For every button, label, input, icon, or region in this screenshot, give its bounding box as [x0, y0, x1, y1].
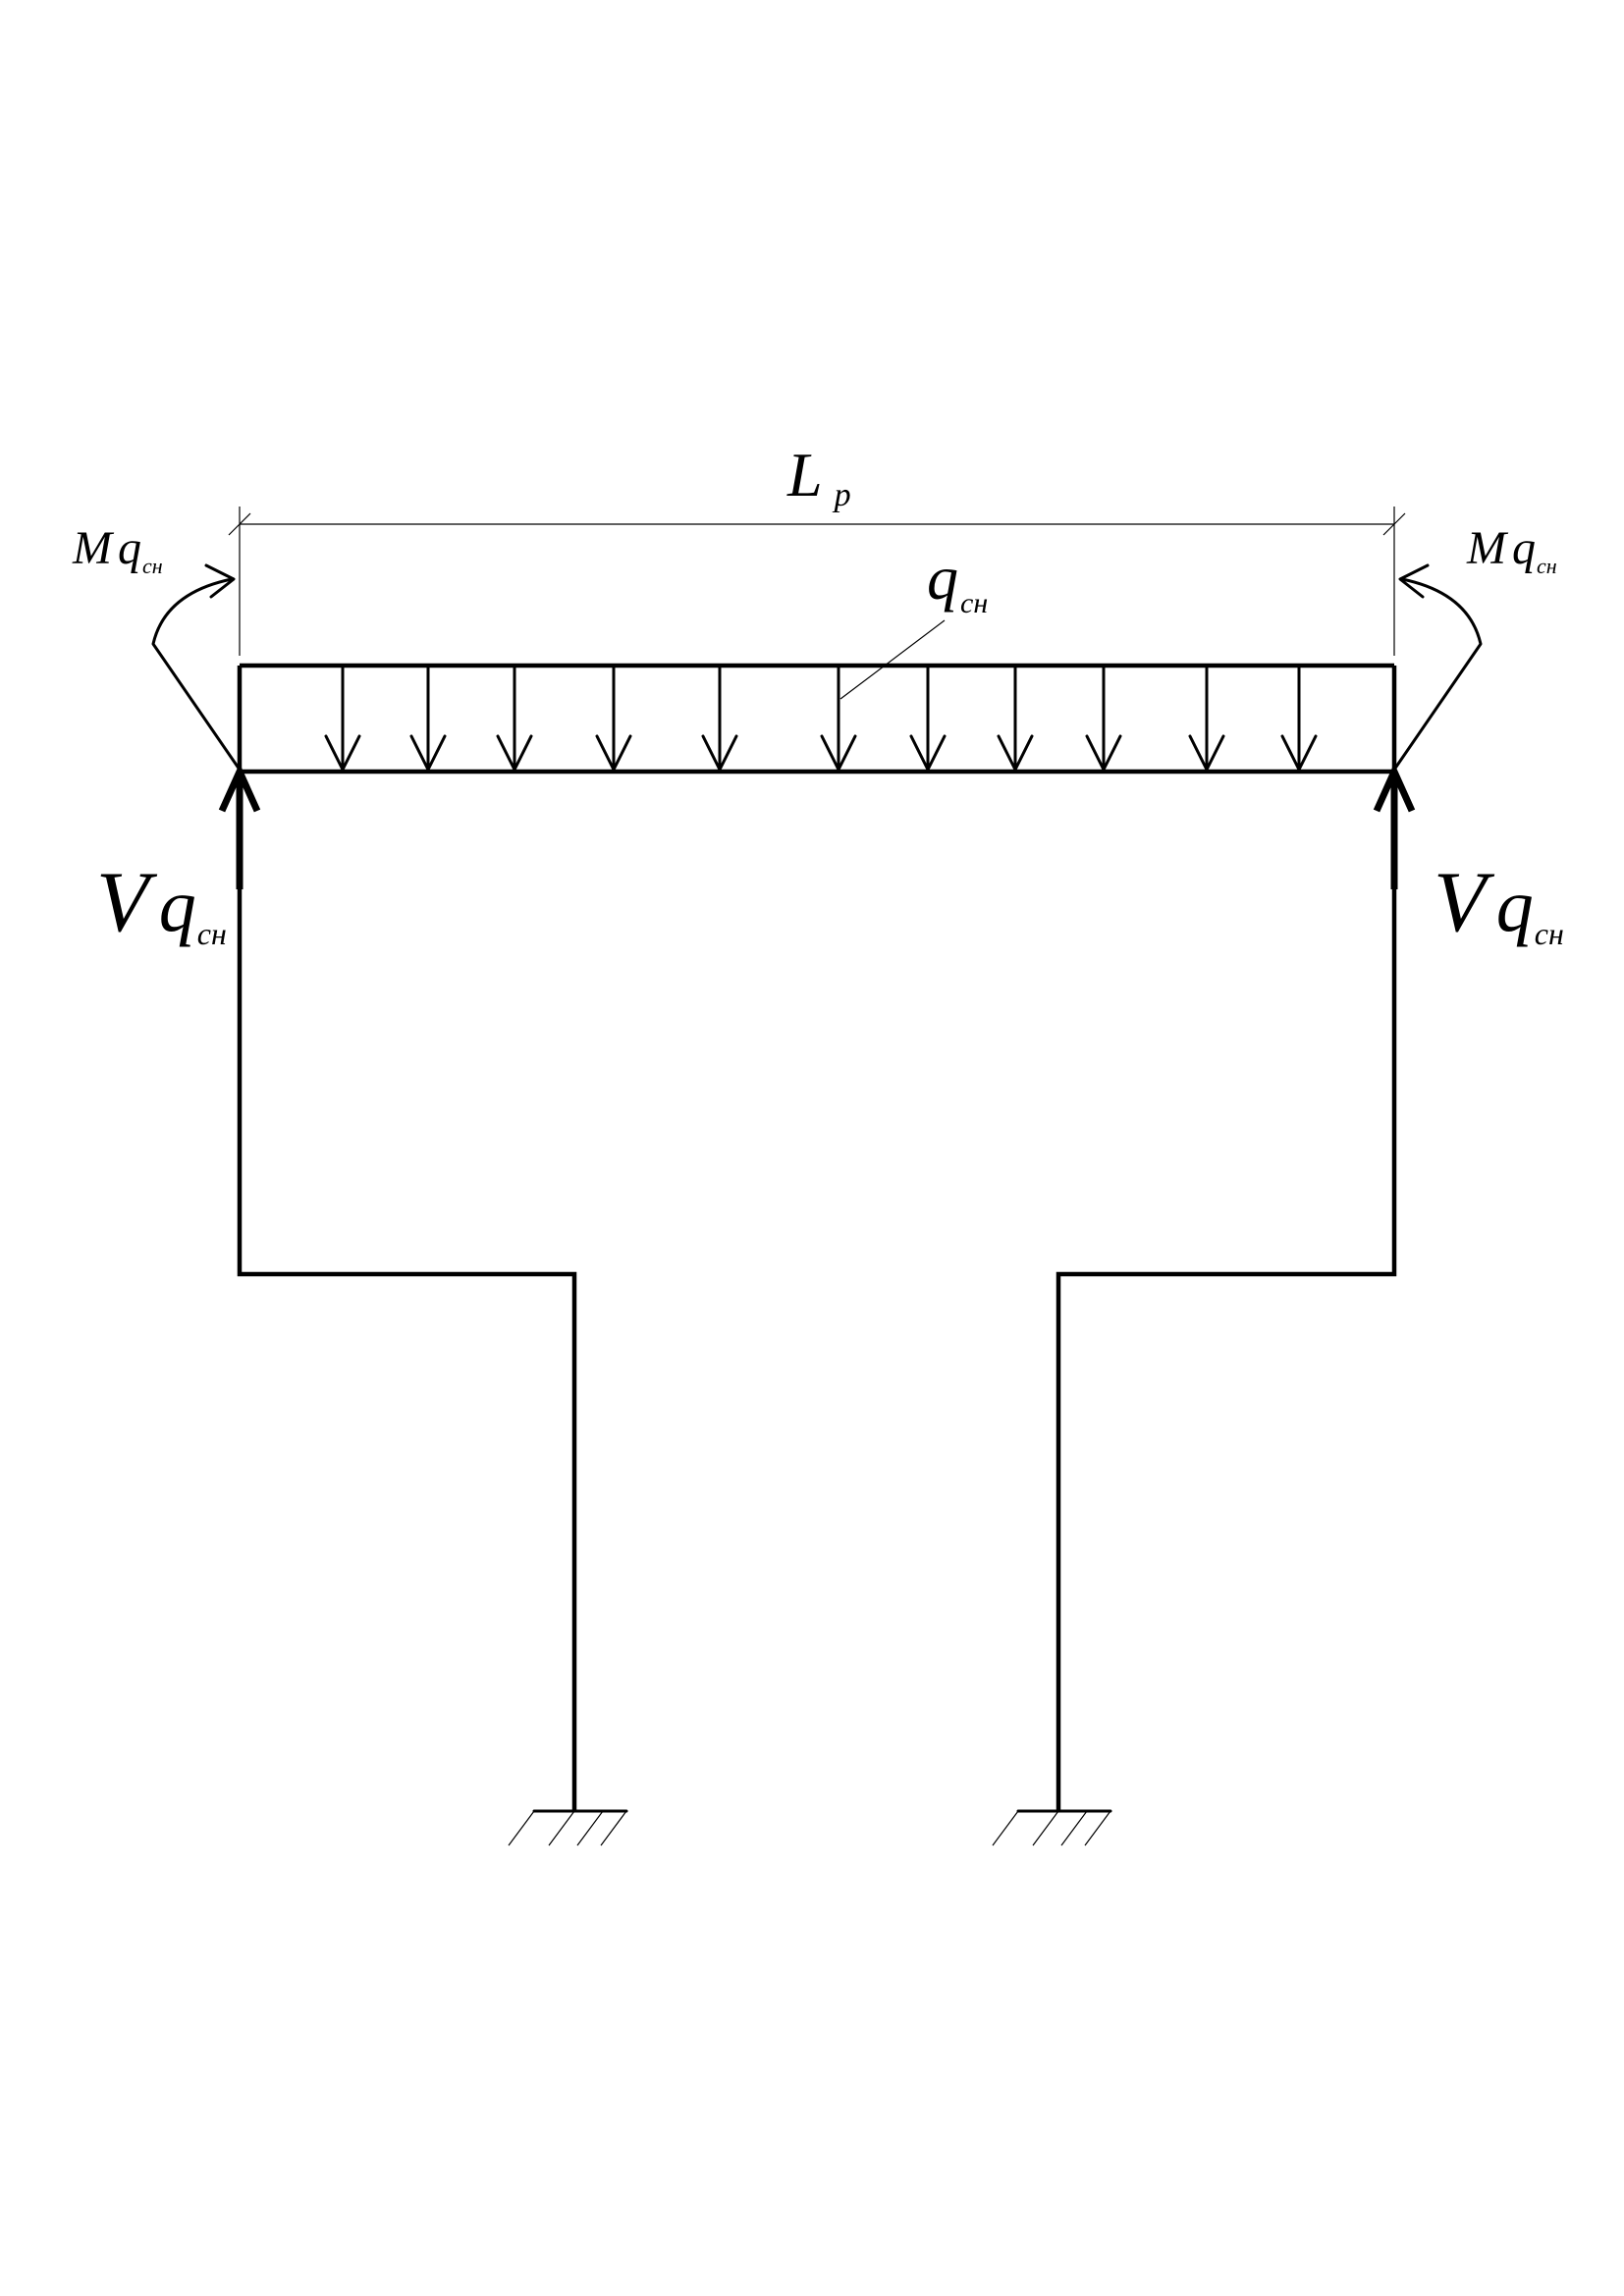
- load-label-main: q: [927, 543, 958, 613]
- reaction-right-arrow: [1373, 763, 1416, 889]
- frame-right-column: [1056, 772, 1397, 1811]
- support-right-hatch: [1032, 1810, 1059, 1846]
- moment-left-head: [204, 563, 236, 599]
- support-right-hatch: [992, 1810, 1019, 1846]
- load-arrows: [324, 666, 1318, 772]
- support-right-hatch: [1084, 1810, 1111, 1846]
- support-right-hatch: [1060, 1810, 1088, 1846]
- moment-right-curve: [1392, 577, 1483, 772]
- support-left: [508, 1809, 628, 1846]
- moment-left-arrow: [151, 563, 242, 772]
- reaction-left-arrow: [218, 763, 261, 889]
- moment-left-main: M: [72, 522, 115, 574]
- load-label: qсн: [927, 543, 988, 619]
- reaction-right-main: V: [1434, 855, 1495, 950]
- moment-right-sub: сн: [1537, 554, 1557, 578]
- moment-right-arrow: [1392, 563, 1483, 772]
- reaction-right-q: q: [1496, 865, 1534, 947]
- load-label-sub: сн: [960, 587, 988, 619]
- span-label-sub: p: [833, 477, 851, 513]
- moment-left-curve: [151, 577, 242, 772]
- support-left-hatch: [548, 1810, 575, 1846]
- reaction-right-sub: сн: [1535, 916, 1564, 951]
- span-dimension: [228, 507, 1406, 656]
- distributed-load: [237, 619, 1397, 772]
- frame: [237, 769, 1397, 1811]
- moment-right-main: M: [1466, 522, 1509, 574]
- reaction-right-head: [1373, 763, 1416, 813]
- span-label-main: L: [786, 440, 823, 509]
- support-right: [992, 1809, 1112, 1846]
- moment-left-sub: сн: [142, 554, 163, 578]
- support-left-hatch: [600, 1810, 627, 1846]
- moment-right-head: [1398, 563, 1430, 599]
- reaction-left-sub: сн: [197, 916, 227, 951]
- moment-right-q: q: [1512, 522, 1536, 574]
- frame-left-column: [237, 772, 577, 1811]
- reaction-left-q: q: [159, 865, 196, 947]
- support-left-hatch: [576, 1810, 604, 1846]
- reaction-left-main: V: [96, 855, 158, 950]
- support-left-hatch: [508, 1810, 535, 1846]
- load-leader-line: [839, 619, 946, 700]
- dimension-tick-right: [1382, 512, 1406, 536]
- dimension-tick-left: [228, 512, 251, 536]
- moment-left-q: q: [118, 522, 141, 574]
- reaction-left-head: [218, 763, 261, 813]
